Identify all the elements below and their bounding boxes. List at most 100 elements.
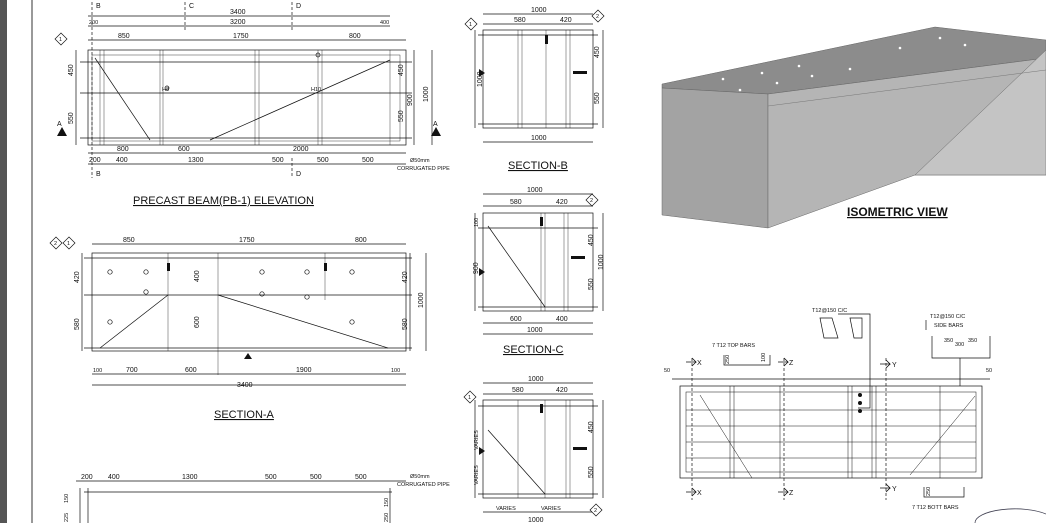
elev-marker-1-text: 1 — [59, 37, 62, 43]
section-a-hole-3 — [143, 289, 149, 295]
section-c-label-right-1000: 1000 — [598, 254, 605, 270]
section-a-hole-10 — [349, 319, 355, 325]
elev-label-b200: 200 — [89, 157, 101, 164]
bottom-elev-label-500c: 500 — [355, 474, 367, 481]
elev-label-b400: 400 — [116, 157, 128, 164]
section-d-diag — [487, 429, 546, 495]
section-b-label-420: 420 — [560, 17, 572, 24]
elevation-title: PRECAST BEAM(PB-1) ELEVATION — [133, 195, 314, 207]
section-a-label-inner-600: 600 — [194, 316, 201, 328]
section-a-diag-left — [99, 294, 169, 349]
section-b-labels: 1 2 1000 580 420 1000 450 550 1000 SECTI… — [469, 7, 601, 172]
rebar-z-arrow-top — [778, 357, 789, 367]
bottom-elev-pipe-1: Ø50mm — [410, 474, 430, 480]
section-d-outline — [482, 399, 594, 499]
elev-label-800: 800 — [349, 33, 361, 40]
bottom-elev-label-150r: 150 — [384, 498, 390, 507]
section-a-label-bot-700: 700 — [126, 367, 138, 374]
elev-label-right-550: 550 — [398, 110, 405, 122]
rebar-dim-250b: 250 — [926, 487, 932, 496]
section-a-marker-2 — [49, 236, 63, 250]
rebar-x-top: X — [697, 360, 702, 367]
section-a-label-right-1000: 1000 — [418, 292, 425, 308]
section-c-diag — [487, 225, 546, 308]
section-c-label-left-900: 900 — [473, 262, 480, 274]
section-a-label-right-420: 420 — [402, 271, 409, 283]
bottom-elev-label-500b: 500 — [310, 474, 322, 481]
rebar-dim-350b: 350 — [968, 338, 977, 344]
iso-hole — [963, 43, 967, 47]
elev-marker-a-left: A — [57, 121, 62, 128]
elev-label-left-550: 550 — [68, 112, 75, 124]
rebar-z-top: Z — [789, 360, 794, 367]
bottom-elevation-view — [76, 480, 406, 523]
bottom-elev-pipe-2: CORRUGATED PIPE — [397, 482, 450, 488]
rebar-stirrup-shape-2 — [849, 317, 863, 339]
iso-inner-edge — [767, 69, 1046, 107]
bottom-elevation-labels: 200 400 1300 500 500 500 Ø50mm CORRUGATE… — [64, 474, 450, 522]
elev-label-b500b: 500 — [317, 157, 329, 164]
elev-label-b500a: 500 — [272, 157, 284, 164]
section-c-marker-2 — [585, 193, 599, 207]
section-c-label-right-550: 550 — [588, 278, 595, 290]
section-a-label-left-420: 420 — [74, 271, 81, 283]
elev-marker-d-top: D — [296, 3, 301, 10]
elev-bar-tag-1: H8 — [162, 87, 169, 93]
section-d-label-bot-varies-r: VARIES — [541, 506, 561, 512]
elevation-diag-left — [94, 57, 151, 141]
section-a-label-right-580: 580 — [402, 318, 409, 330]
rebar-diag-2 — [909, 395, 976, 476]
elev-pipe-1 — [164, 85, 170, 91]
elev-marker-d-bot: D — [296, 171, 301, 178]
section-a-insert-2 — [324, 263, 327, 271]
elev-pipe-label-2: CORRUGATED PIPE — [397, 166, 450, 172]
section-c-label-bot-400: 400 — [556, 316, 568, 323]
section-b-view — [474, 13, 604, 143]
iso-lit-face — [914, 49, 1046, 176]
section-d-label-left-varies: VARIES — [474, 430, 480, 450]
rebar-top-bars-label: 7 T12 TOP BARS — [712, 343, 755, 349]
section-a-hole-9 — [304, 294, 310, 300]
rebar-dim-250: 250 — [725, 355, 731, 364]
elev-label-1750: 1750 — [233, 33, 249, 40]
section-c-label-bot-1000: 1000 — [527, 327, 543, 334]
section-a-hole-6 — [304, 269, 310, 275]
rebar-diag-1 — [699, 394, 753, 479]
elev-label-right-1000: 1000 — [423, 86, 430, 102]
section-d-view — [474, 382, 604, 513]
rebar-labels: 7 T12 TOP BARS T12@150 C/C T12@150 C/C S… — [664, 308, 992, 511]
section-c-label-420: 420 — [556, 199, 568, 206]
section-a-hole-8 — [259, 291, 265, 297]
section-d-label-top-1000: 1000 — [528, 376, 544, 383]
section-b-insert — [545, 35, 548, 44]
rebar-dim-300: 300 — [955, 342, 964, 348]
iso-hole — [760, 71, 764, 75]
elevation-section-a-arrow-right — [431, 127, 441, 136]
section-d-triangle — [479, 447, 485, 455]
section-a-label-bot-600: 600 — [185, 367, 197, 374]
section-a-marker-2-text: 2 — [54, 241, 57, 247]
section-a-hole-2 — [143, 269, 149, 275]
iso-hole — [738, 88, 742, 92]
elev-label-bot-600: 600 — [178, 146, 190, 153]
bottom-elev-label-1300: 1300 — [182, 474, 198, 481]
section-b-marker-2-text: 2 — [596, 14, 599, 20]
section-b-marker-2 — [591, 9, 605, 23]
section-c-label-top-1000: 1000 — [527, 187, 543, 194]
section-c-insert — [540, 217, 543, 226]
sheet-left-border — [0, 0, 7, 523]
rebar-dot-2 — [858, 401, 862, 405]
section-a-marker-1 — [62, 236, 76, 250]
section-d-label-bot-varies-l: VARIES — [496, 506, 516, 512]
section-a-label-bot-100b: 100 — [391, 368, 400, 374]
iso-hole — [797, 64, 801, 68]
section-d-bar — [573, 447, 587, 450]
section-a-label-850: 850 — [123, 237, 135, 244]
section-d-label-420: 420 — [556, 387, 568, 394]
section-d-label-left-varies2: VARIES — [474, 465, 480, 485]
elev-label-left-450: 450 — [68, 64, 75, 76]
section-b-label-left-1000: 1000 — [477, 71, 484, 87]
elevation-section-a-arrow-left — [57, 127, 67, 136]
isometric-view — [661, 26, 1046, 229]
section-b-label-top-1000: 1000 — [531, 7, 547, 14]
